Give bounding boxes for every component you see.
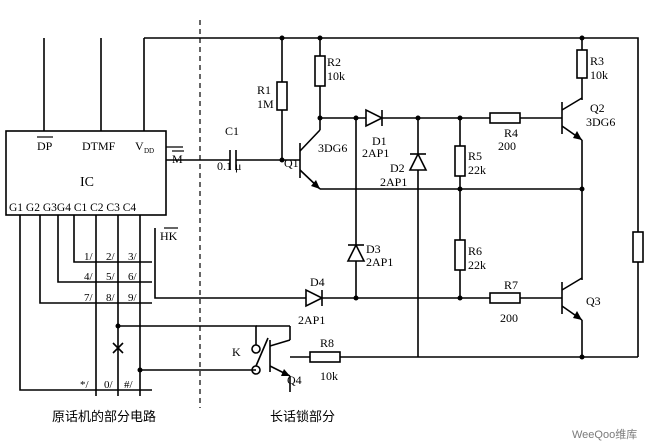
ic-pin-vdd-label: V xyxy=(135,139,144,153)
key-5: 5/ xyxy=(106,271,116,283)
r2-value: 10k xyxy=(327,69,345,83)
transistor-q2 xyxy=(561,97,583,189)
ic-pin-m-label: M xyxy=(172,152,183,166)
key-6: 6/ xyxy=(128,271,138,283)
d4-name: D4 xyxy=(310,275,325,289)
q4-name: Q4 xyxy=(287,373,302,387)
ic-pin-vdd-sub: DD xyxy=(144,147,154,155)
caption-right: 长话锁部分 xyxy=(270,409,335,425)
diode-d2 xyxy=(408,152,428,171)
ic-pin-hk-label: HK xyxy=(160,229,178,243)
key-hash: #/ xyxy=(124,379,134,391)
transistor-q1 xyxy=(299,125,321,190)
ic-body xyxy=(5,130,167,216)
q1-name: Q1 xyxy=(284,156,299,170)
d1-type: 2AP1 xyxy=(362,146,389,160)
r7-name: R7 xyxy=(504,278,518,292)
d2-name: D2 xyxy=(390,161,405,175)
vdd-rail xyxy=(144,37,639,232)
key-2: 2/ xyxy=(106,251,116,263)
ic-pin-dtmf-label: DTMF xyxy=(82,139,116,153)
d3-name: D3 xyxy=(366,242,381,256)
resistor-r5 xyxy=(454,118,466,240)
resistor-r4 xyxy=(489,112,562,124)
r1-value: 1M xyxy=(257,97,274,111)
key-7: 7/ xyxy=(84,292,94,304)
r3-value: 10k xyxy=(590,68,608,82)
key-star: */ xyxy=(80,379,90,391)
transistor-q4 xyxy=(256,325,291,392)
ic-block: DP DTMF V DD IC G1 G2 G3G4 C1 C2 C3 C4 M… xyxy=(5,38,184,243)
resistor-r1 xyxy=(276,38,288,163)
k-name: K xyxy=(232,345,241,359)
diode-d4 xyxy=(305,288,324,308)
keypad-labels: 1/ 2/ 3/ 4/ 5/ 6/ 7/ 8/ 9/ */ 0/ #/ xyxy=(80,251,138,391)
keypad-matrix xyxy=(19,215,152,396)
key-1: 1/ xyxy=(84,251,94,263)
c1-value: 0.1 μ xyxy=(217,159,241,173)
q1-type: 3DG6 xyxy=(318,141,347,155)
c1-name: C1 xyxy=(225,124,239,138)
ic-bottom-pin-labels: G1 G2 G3G4 C1 C2 C3 C4 xyxy=(9,202,136,214)
key-4: 4/ xyxy=(84,271,94,283)
right-rail-resistor xyxy=(632,231,644,357)
d2-type: 2AP1 xyxy=(380,175,407,189)
key-0: 0/ xyxy=(104,379,114,391)
r4-value: 200 xyxy=(498,139,516,153)
r2-name: R2 xyxy=(327,55,341,69)
q3-name: Q3 xyxy=(586,294,601,308)
resistor-r2 xyxy=(314,38,326,125)
r5-value: 22k xyxy=(468,163,486,177)
d4-type: 2AP1 xyxy=(298,313,325,327)
key-9: 9/ xyxy=(128,292,138,304)
resistor-r7 xyxy=(489,292,562,304)
ic-pin-dp-label: DP xyxy=(37,139,53,153)
caption-left: 原话机的部分电路 xyxy=(52,409,156,425)
resistor-r8 xyxy=(309,351,418,363)
resistor-r3 xyxy=(576,38,588,100)
r1-name: R1 xyxy=(257,83,271,97)
q2-name: Q2 xyxy=(590,101,605,115)
watermark-logo: WeeQoo维库 xyxy=(572,428,637,441)
key-3: 3/ xyxy=(128,251,138,263)
transistor-q3 xyxy=(561,277,583,357)
diode-d1 xyxy=(365,108,384,128)
r6-value: 22k xyxy=(468,258,486,272)
r6-name: R6 xyxy=(468,244,482,258)
r8-value: 10k xyxy=(320,369,338,383)
r7-value: 200 xyxy=(500,311,518,325)
r5-name: R5 xyxy=(468,149,482,163)
resistor-r6 xyxy=(454,239,466,298)
d3-type: 2AP1 xyxy=(366,255,393,269)
diode-d3 xyxy=(346,243,366,262)
r4-name: R4 xyxy=(504,126,518,140)
switch-k xyxy=(251,337,269,375)
r3-name: R3 xyxy=(590,54,604,68)
key-8: 8/ xyxy=(106,292,116,304)
ic-title: IC xyxy=(80,175,94,190)
q2-type: 3DG6 xyxy=(586,115,615,129)
r8-name: R8 xyxy=(320,336,334,350)
d1-name: D1 xyxy=(372,134,387,148)
